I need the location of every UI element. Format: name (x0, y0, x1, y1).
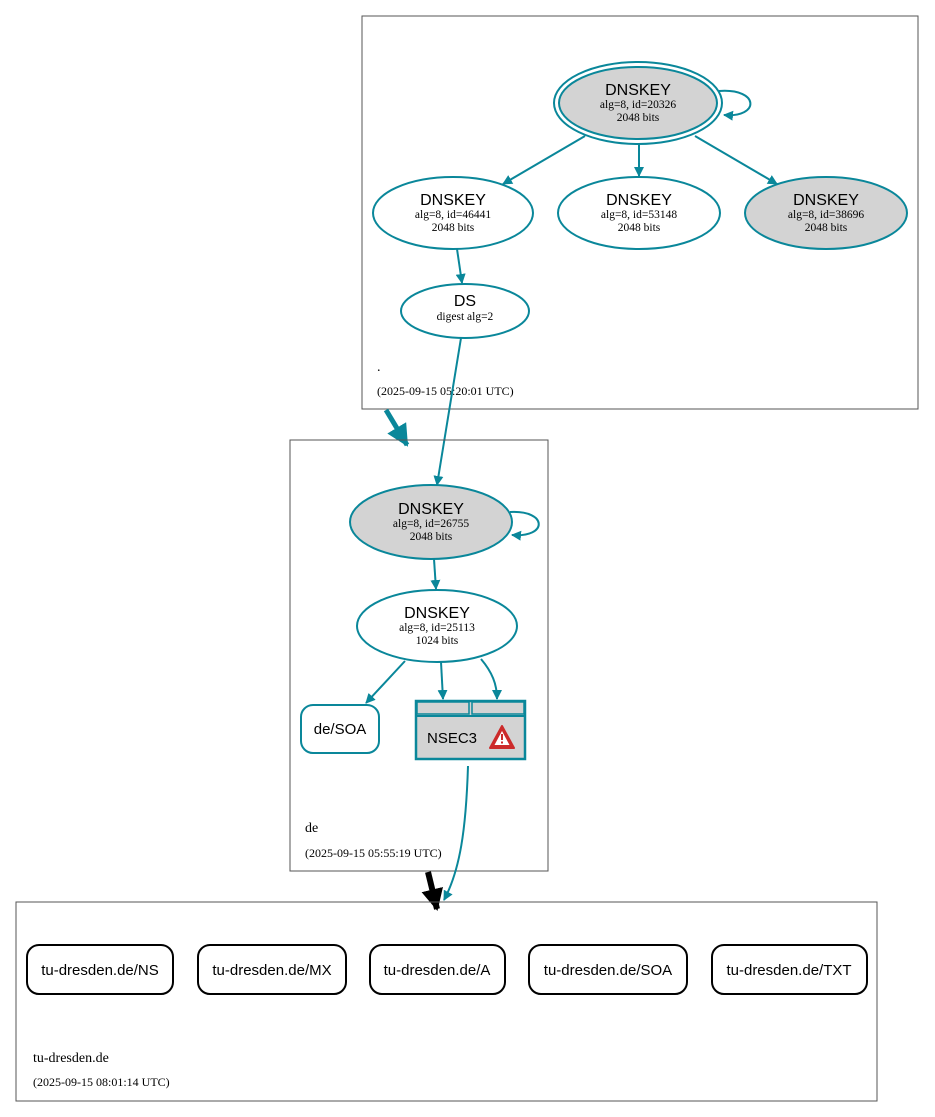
root-ksk-line1: alg=8, id=20326 (600, 99, 676, 111)
zone-root-name: . (377, 360, 381, 375)
root-zsk1-title: DNSKEY (420, 192, 486, 209)
edge-nsec3-to-tu (443, 765, 469, 901)
root-dnskey-38696[interactable]: DNSKEY alg=8, id=38696 2048 bits (744, 176, 908, 250)
root-ksk-dnskey[interactable]: DNSKEY alg=8, id=20326 2048 bits (553, 61, 723, 145)
tu-soa-label: tu-dresden.de/SOA (544, 962, 672, 979)
edge-zsk-to-nsec3-b (480, 658, 502, 700)
zone-tu-box (15, 901, 878, 1102)
zone-root-timestamp: (2025-09-15 05:20:01 UTC) (377, 384, 514, 398)
zone-root: . (2025-09-15 05:20:01 UTC) DNSKEY alg=8… (361, 15, 919, 410)
zone-tu-dresden: tu-dresden.de (2025-09-15 08:01:14 UTC) … (15, 901, 878, 1102)
root-zsk3-title: DNSKEY (793, 192, 859, 209)
tu-ns-label: tu-dresden.de/NS (41, 962, 159, 979)
tu-soa-rrset[interactable]: tu-dresden.de/SOA (528, 944, 688, 995)
tu-txt-label: tu-dresden.de/TXT (726, 962, 851, 979)
de-zsk-title: DNSKEY (404, 605, 470, 622)
edge-zsk-to-soa (365, 660, 406, 704)
edge-ksk-to-38696 (694, 135, 778, 185)
root-zsk2-title: DNSKEY (606, 192, 672, 209)
root-ds[interactable]: DS digest alg=2 (400, 283, 530, 339)
warning-triangle-icon (489, 725, 515, 749)
de-zsk-line2: 1024 bits (416, 635, 459, 647)
root-ksk-title: DNSKEY (605, 82, 671, 99)
root-zsk2-line2: 2048 bits (618, 222, 661, 234)
zone-de-box (289, 439, 549, 872)
edge-ds-to-de-ksk (433, 337, 462, 486)
de-zsk-line1: alg=8, id=25113 (399, 622, 475, 634)
root-ds-title: DS (454, 293, 476, 310)
delegation-root-to-de (383, 408, 410, 447)
de-ksk-dnskey[interactable]: DNSKEY alg=8, id=26755 2048 bits (349, 484, 513, 560)
delegation-de-to-tu (421, 871, 443, 911)
root-dnskey-46441[interactable]: DNSKEY alg=8, id=46441 2048 bits (372, 176, 534, 250)
tu-mx-rrset[interactable]: tu-dresden.de/MX (197, 944, 347, 995)
de-nsec3[interactable]: NSEC3 (414, 699, 527, 761)
de-ksk-line2: 2048 bits (410, 531, 453, 543)
edge-46441-to-ds (455, 248, 466, 284)
de-soa-label: de/SOA (314, 721, 367, 738)
de-ksk-line1: alg=8, id=26755 (393, 518, 469, 530)
root-dnskey-53148[interactable]: DNSKEY alg=8, id=53148 2048 bits (557, 176, 721, 250)
root-ds-line1: digest alg=2 (437, 311, 494, 323)
de-zsk-dnskey[interactable]: DNSKEY alg=8, id=25113 1024 bits (356, 589, 518, 663)
de-ksk-title: DNSKEY (398, 501, 464, 518)
root-zsk2-line1: alg=8, id=53148 (601, 209, 677, 221)
zone-tu-name: tu-dresden.de (33, 1051, 109, 1066)
tu-a-rrset[interactable]: tu-dresden.de/A (369, 944, 506, 995)
zone-de-name: de (305, 821, 318, 836)
de-soa-rrset[interactable]: de/SOA (300, 704, 380, 754)
tu-txt-rrset[interactable]: tu-dresden.de/TXT (711, 944, 868, 995)
root-zsk3-line2: 2048 bits (805, 222, 848, 234)
root-zsk3-line1: alg=8, id=38696 (788, 209, 864, 221)
edge-zsk-to-nsec3-a (437, 661, 448, 700)
root-ksk-line2: 2048 bits (617, 112, 660, 124)
de-ksk-self-edge (509, 510, 540, 541)
nsec3-label: NSEC3 (427, 730, 477, 747)
edge-ksk-to-46441 (502, 135, 586, 185)
zone-tu-timestamp: (2025-09-15 08:01:14 UTC) (33, 1075, 170, 1089)
edge-de-ksk-to-zsk (430, 558, 441, 590)
tu-a-label: tu-dresden.de/A (384, 962, 491, 979)
root-ksk-self-edge (718, 89, 752, 121)
root-zsk1-line2: 2048 bits (432, 222, 475, 234)
zone-de-timestamp: (2025-09-15 05:55:19 UTC) (305, 846, 442, 860)
tu-ns-rrset[interactable]: tu-dresden.de/NS (26, 944, 174, 995)
tu-mx-label: tu-dresden.de/MX (212, 962, 331, 979)
zone-de: de (2025-09-15 05:55:19 UTC) DNSKEY alg=… (289, 439, 549, 872)
root-zsk1-line1: alg=8, id=46441 (415, 209, 491, 221)
